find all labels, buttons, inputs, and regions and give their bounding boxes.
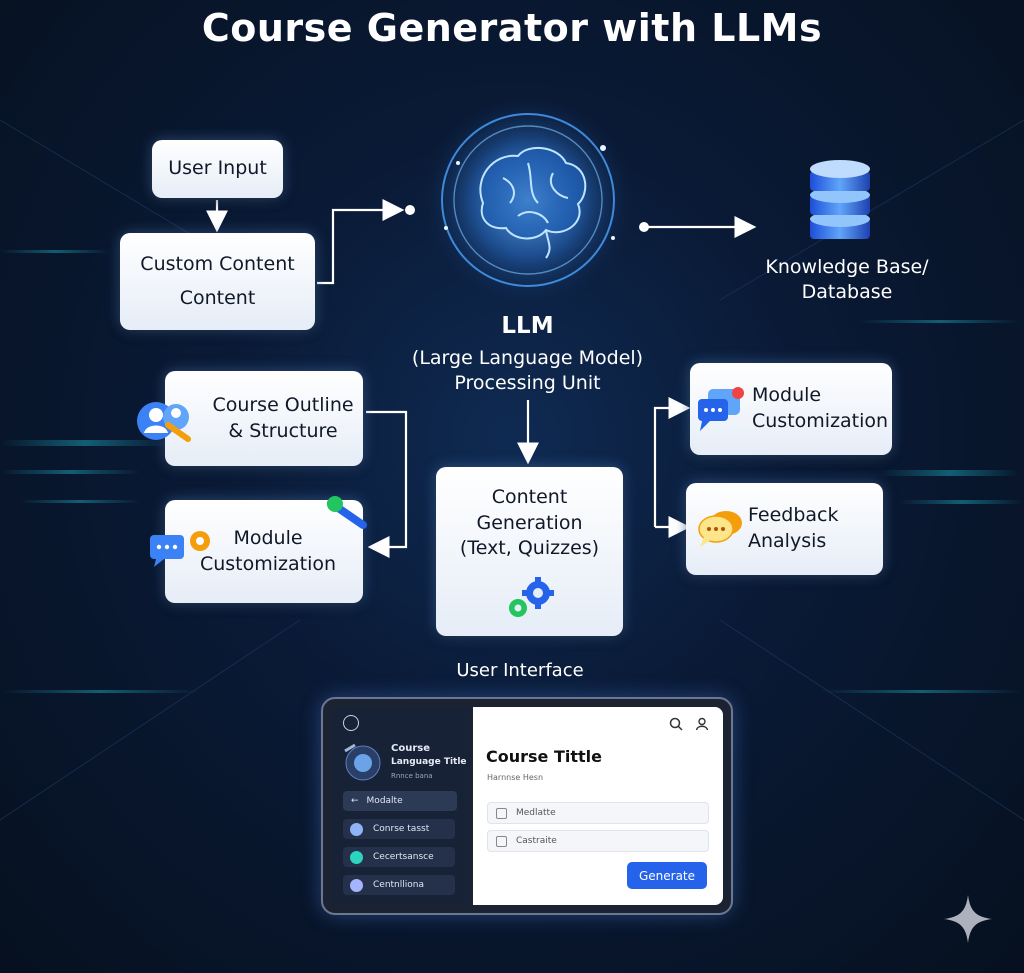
wrench-icon <box>327 496 367 529</box>
course-outline-line1: Course Outline <box>212 393 354 416</box>
database-icon <box>810 160 870 239</box>
content-generation-box: Content Generation (Text, Quizzes) <box>436 467 623 636</box>
mock-side-item-1[interactable]: Conrse tasst <box>343 819 455 839</box>
course-outline-box: Course Outline & Structure <box>165 371 363 466</box>
arrow-to-module-right <box>653 397 691 527</box>
search-icon[interactable] <box>669 717 683 731</box>
content-gen-line1: Content <box>491 486 568 508</box>
mock-field-2-text: Castraite <box>516 836 557 846</box>
gears-icon <box>509 577 554 617</box>
llm-subtitle: (Large Language Model) <box>411 346 644 369</box>
kb-line2: Database <box>801 280 893 303</box>
generate-button[interactable]: Generate <box>627 862 707 889</box>
item-purple-icon <box>350 878 363 892</box>
module-right-line1: Module <box>752 384 822 407</box>
mock-side-item-2[interactable]: Cecertsansce <box>343 847 455 867</box>
custom-content-line1: Custom Content <box>140 252 295 275</box>
sparkle-icon <box>944 895 992 943</box>
field-icon <box>496 807 507 819</box>
chat-gear-icon <box>150 531 210 567</box>
mock-main-title: Course Tittle <box>486 747 602 766</box>
arrow-custom-to-llm <box>317 199 405 285</box>
arrow-outline-to-module <box>366 410 408 558</box>
llm-title: LLM <box>501 313 554 339</box>
module-right-line2: Customization <box>752 410 889 432</box>
course-outline-line2: & Structure <box>228 419 338 442</box>
item-green-icon <box>350 850 363 864</box>
content-gen-line2: Generation <box>476 511 583 534</box>
knowledge-base-label: Knowledge Base/ Database <box>752 255 942 304</box>
mock-course-brain-icon <box>344 743 381 781</box>
connector-dot <box>405 205 415 215</box>
back-arrow-icon: ← <box>351 796 359 806</box>
mock-sidebar: Course Language Title Rnnce bana ← Modal… <box>331 707 471 905</box>
mock-side-subtitle: Rnnce bana <box>391 772 433 780</box>
kb-line1: Knowledge Base/ <box>765 256 929 278</box>
custom-content-line2: Content <box>179 286 256 309</box>
feedback-line1: Feedback <box>748 504 839 527</box>
brain-icon <box>441 113 615 287</box>
users-icon <box>137 402 191 442</box>
mock-side-title1: Course <box>391 743 430 754</box>
mock-side-item-1-label: Conrse tasst <box>373 824 430 834</box>
mock-main-subtitle: Harnnse Hesn <box>487 773 544 782</box>
diagram-title: Course Generator with LLMs <box>201 6 823 50</box>
content-gen-line3: (Text, Quizzes) <box>459 537 600 560</box>
mock-side-item-3[interactable]: Centnlliona <box>343 875 455 895</box>
mock-nav-back-label: Modalte <box>366 796 403 806</box>
module-left-line1: Module <box>233 526 303 549</box>
llm-label: LLM (Large Language Model) Processing Un… <box>405 312 650 395</box>
feedback-line2: Analysis <box>748 530 827 552</box>
connector-dot <box>639 222 649 232</box>
llm-subtitle2: Processing Unit <box>454 371 601 394</box>
field-icon <box>496 835 507 847</box>
mock-nav-back[interactable]: ← Modalte <box>343 791 457 811</box>
mock-field-1-text: Medlatte <box>516 808 556 818</box>
mock-field-1[interactable]: Medlatte <box>487 802 709 824</box>
item-blue-icon <box>350 822 363 836</box>
mock-side-item-2-label: Cecertsansce <box>373 852 434 862</box>
user-input-label: User Input <box>168 157 267 180</box>
module-customization-left-box: Module Customization <box>165 500 363 603</box>
mock-side-item-3-label: Centnlliona <box>373 880 424 890</box>
module-left-line2: Customization <box>199 552 337 575</box>
mock-field-2[interactable]: Castraite <box>487 830 709 852</box>
mock-main-panel: Course Tittle Harnnse Hesn Medlatte Cast… <box>473 707 723 905</box>
user-interface-label: User Interface <box>456 660 584 681</box>
ui-mockup: Course Language Title Rnnce bana ← Modal… <box>321 697 733 915</box>
mock-logo-icon <box>343 715 359 731</box>
feedback-chat-icon <box>698 511 742 547</box>
chat-bubbles-icon <box>698 387 744 431</box>
user-icon[interactable] <box>695 717 709 731</box>
mock-side-title2: Language Title <box>391 757 467 767</box>
user-input-box: User Input <box>152 140 283 198</box>
custom-content-box: Custom Content Content <box>120 233 315 330</box>
